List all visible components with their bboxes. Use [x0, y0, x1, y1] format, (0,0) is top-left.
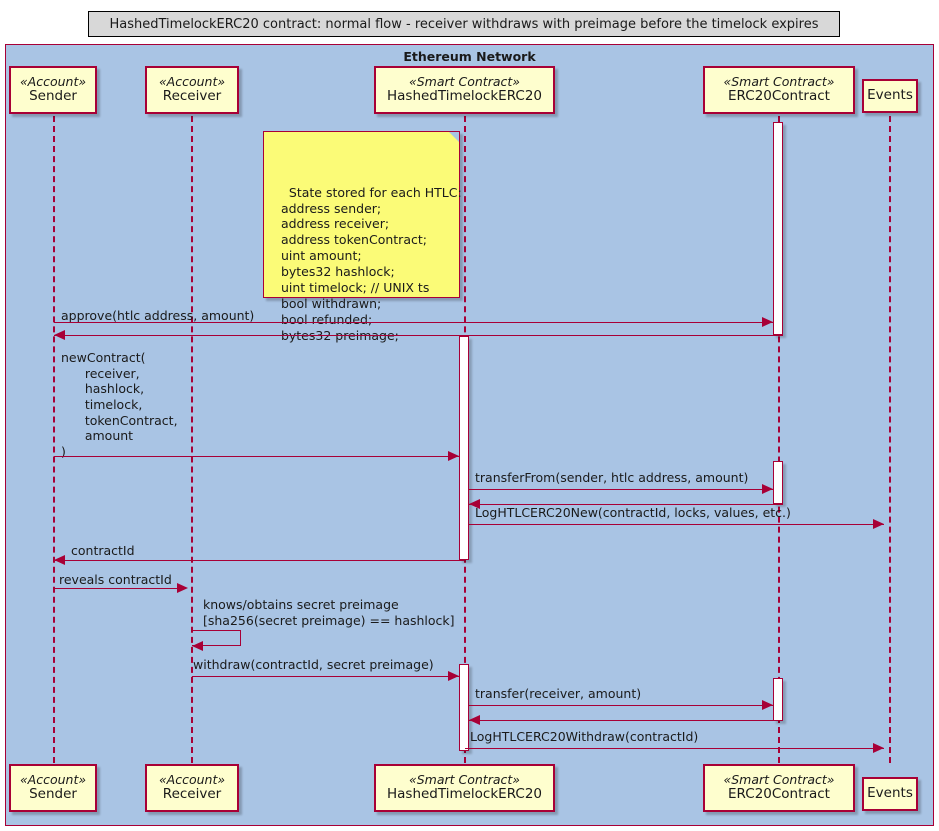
message-line-withdraw	[192, 676, 459, 677]
participant-name: ERC20Contract	[728, 88, 830, 105]
participant-top-sender[interactable]: «Account» Sender	[9, 66, 97, 114]
note-fold-corner-inner	[449, 132, 459, 142]
message-line-newcontract	[54, 456, 459, 457]
participant-name: Sender	[29, 786, 77, 803]
message-arrowhead-loghtlcerc20new	[873, 519, 884, 529]
message-line-approve	[54, 322, 773, 323]
message-label-knows-preimage: knows/obtains secret preimage [sha256(se…	[203, 597, 455, 628]
participant-name: Sender	[29, 88, 77, 105]
message-line-transfer	[469, 705, 773, 706]
frame-title-label: Ethereum Network	[403, 49, 536, 64]
lifeline-sender	[53, 116, 55, 763]
participant-stereotype: «Smart Contract»	[409, 73, 520, 89]
message-arrowhead-knows-preimage	[192, 641, 203, 651]
message-line-reveals-contractid	[54, 588, 186, 589]
participant-name: HashedTimelockERC20	[386, 786, 543, 803]
message-arrowhead-approve-return	[54, 330, 65, 340]
activation-erc20-transferfrom	[773, 461, 783, 504]
participant-stereotype: «Account»	[19, 771, 87, 787]
lifeline-erc20	[778, 116, 780, 763]
participant-stereotype: «Smart Contract»	[723, 73, 835, 89]
participant-top-erc20[interactable]: «Smart Contract» ERC20Contract	[703, 66, 855, 114]
message-arrowhead-approve	[762, 317, 773, 327]
message-arrowhead-newcontract	[448, 451, 459, 461]
lifeline-events	[889, 116, 891, 763]
participant-name: Receiver	[162, 88, 222, 105]
message-line-loghtlcerc20withdraw	[465, 748, 884, 749]
message-line-loghtlcerc20new	[469, 524, 884, 525]
message-arrowhead-transfer	[762, 700, 773, 710]
message-label-approve: approve(htlc address, amount)	[61, 308, 255, 323]
participant-top-receiver[interactable]: «Account» Receiver	[145, 66, 239, 114]
message-label-transferfrom: transferFrom(sender, htlc address, amoun…	[475, 470, 749, 485]
lifeline-receiver	[191, 116, 193, 763]
message-label-newcontract: newContract( receiver, hashlock, timeloc…	[61, 350, 178, 459]
participant-bottom-sender[interactable]: «Account» Sender	[9, 764, 97, 812]
message-arrowhead-transferfrom-return	[469, 499, 480, 509]
participant-bottom-erc20[interactable]: «Smart Contract» ERC20Contract	[703, 764, 855, 812]
participant-stereotype: «Account»	[19, 73, 87, 89]
message-arrowhead-contractid	[54, 555, 65, 565]
participant-name: ERC20Contract	[728, 786, 830, 803]
participant-stereotype: «Smart Contract»	[723, 771, 835, 787]
message-label-loghtlcerc20withdraw: LogHTLCERC20Withdraw(contractId)	[470, 729, 699, 744]
participant-stereotype: «Account»	[158, 73, 226, 89]
message-line-transfer-return	[469, 720, 783, 721]
participant-top-htlc[interactable]: «Smart Contract» HashedTimelockERC20	[374, 66, 555, 114]
message-arrowhead-transfer-return	[469, 715, 480, 725]
participant-name: Events	[867, 785, 913, 802]
htlc-state-note: State stored for each HTLC: address send…	[263, 131, 462, 343]
message-label-loghtlcerc20new: LogHTLCERC20New(contractId, locks, value…	[475, 505, 791, 520]
participant-bottom-htlc[interactable]: «Smart Contract» HashedTimelockERC20	[374, 764, 555, 812]
message-self-loop-knows-preimage	[192, 630, 241, 646]
message-arrowhead-transferfrom	[762, 484, 773, 494]
message-line-contractid	[54, 560, 464, 561]
message-label-reveals-contractid: reveals contractId	[59, 572, 172, 587]
activation-erc20-approve	[773, 122, 783, 335]
message-label-transfer: transfer(receiver, amount)	[475, 686, 642, 701]
participant-stereotype: «Smart Contract»	[409, 771, 520, 787]
participant-bottom-receiver[interactable]: «Account» Receiver	[145, 764, 239, 812]
message-line-transferfrom-return	[469, 504, 783, 505]
activation-htlc-withdraw	[459, 664, 469, 751]
participant-bottom-events[interactable]: Events	[862, 777, 918, 811]
activation-htlc-new	[459, 336, 469, 560]
participant-stereotype: «Account»	[158, 771, 226, 787]
participant-name: Events	[867, 87, 913, 104]
message-arrowhead-withdraw	[448, 671, 459, 681]
message-line-approve-return	[54, 335, 783, 336]
participant-name: Receiver	[162, 786, 222, 803]
message-line-transferfrom	[469, 489, 773, 490]
message-label-contractid: contractId	[71, 543, 135, 558]
message-label-withdraw: withdraw(contractId, secret preimage)	[193, 657, 434, 672]
participant-top-events[interactable]: Events	[862, 79, 918, 113]
message-arrowhead-reveals-contractid	[177, 583, 188, 593]
message-arrowhead-loghtlcerc20withdraw	[873, 743, 884, 753]
activation-erc20-transfer	[773, 678, 783, 721]
participant-name: HashedTimelockERC20	[386, 88, 543, 105]
diagram-title: HashedTimelockERC20 contract: normal flo…	[88, 11, 840, 37]
